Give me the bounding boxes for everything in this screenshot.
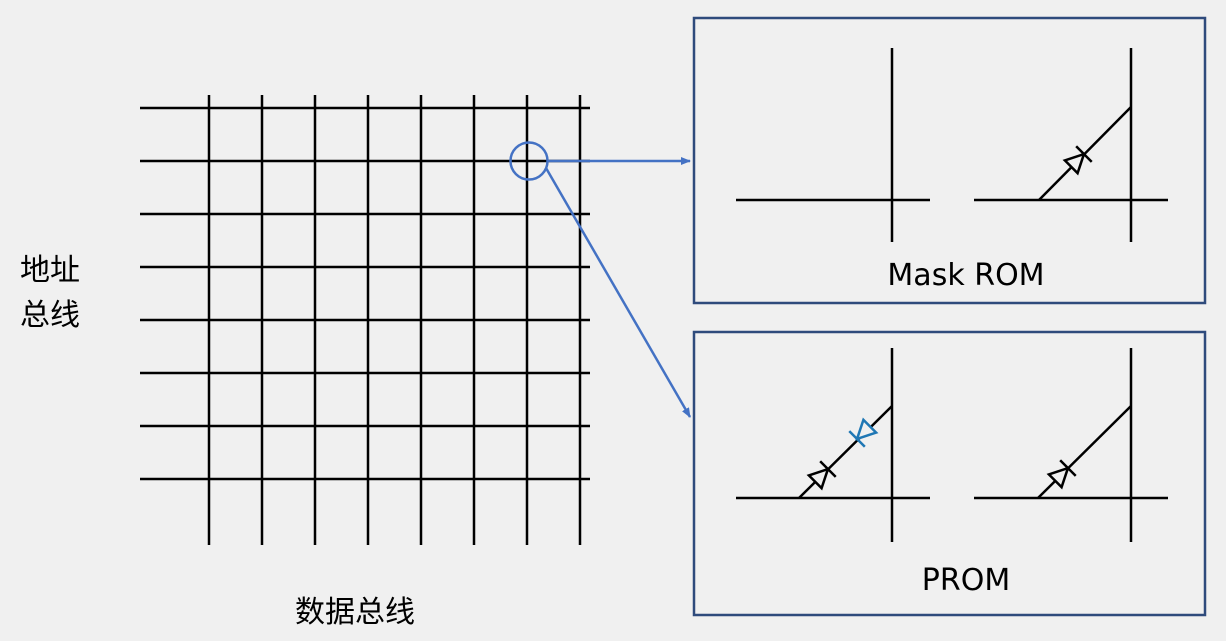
mask-rom-cell-diode [974, 48, 1168, 242]
address-lines [140, 106, 590, 481]
mask-rom-box [692, 16, 1207, 305]
address-bus-label-line2: 总线 [20, 298, 80, 333]
prom-panel: PROM [692, 330, 1207, 617]
mask-rom-panel: Mask ROM [692, 16, 1207, 305]
prom-box [692, 330, 1207, 617]
prom-cell-diode [974, 348, 1168, 542]
diode-wire [798, 405, 893, 499]
memory-grid [140, 95, 590, 545]
prom-label: PROM [922, 563, 1010, 598]
diode-icon [1046, 459, 1077, 490]
prom-cell-fuse [736, 348, 930, 542]
diode-icon [806, 460, 837, 491]
data-bus-label: 数据总线 [295, 595, 415, 630]
fuse-diode-icon [848, 417, 879, 448]
address-bus-label-line1: 地址 [20, 253, 80, 288]
data-lines [207, 95, 582, 545]
diode-wire [1037, 405, 1132, 499]
mask-rom-label: Mask ROM [887, 258, 1044, 293]
arrow-to-prom [544, 167, 692, 418]
mask-rom-cell-empty [736, 48, 930, 242]
diode-icon [1062, 145, 1093, 176]
